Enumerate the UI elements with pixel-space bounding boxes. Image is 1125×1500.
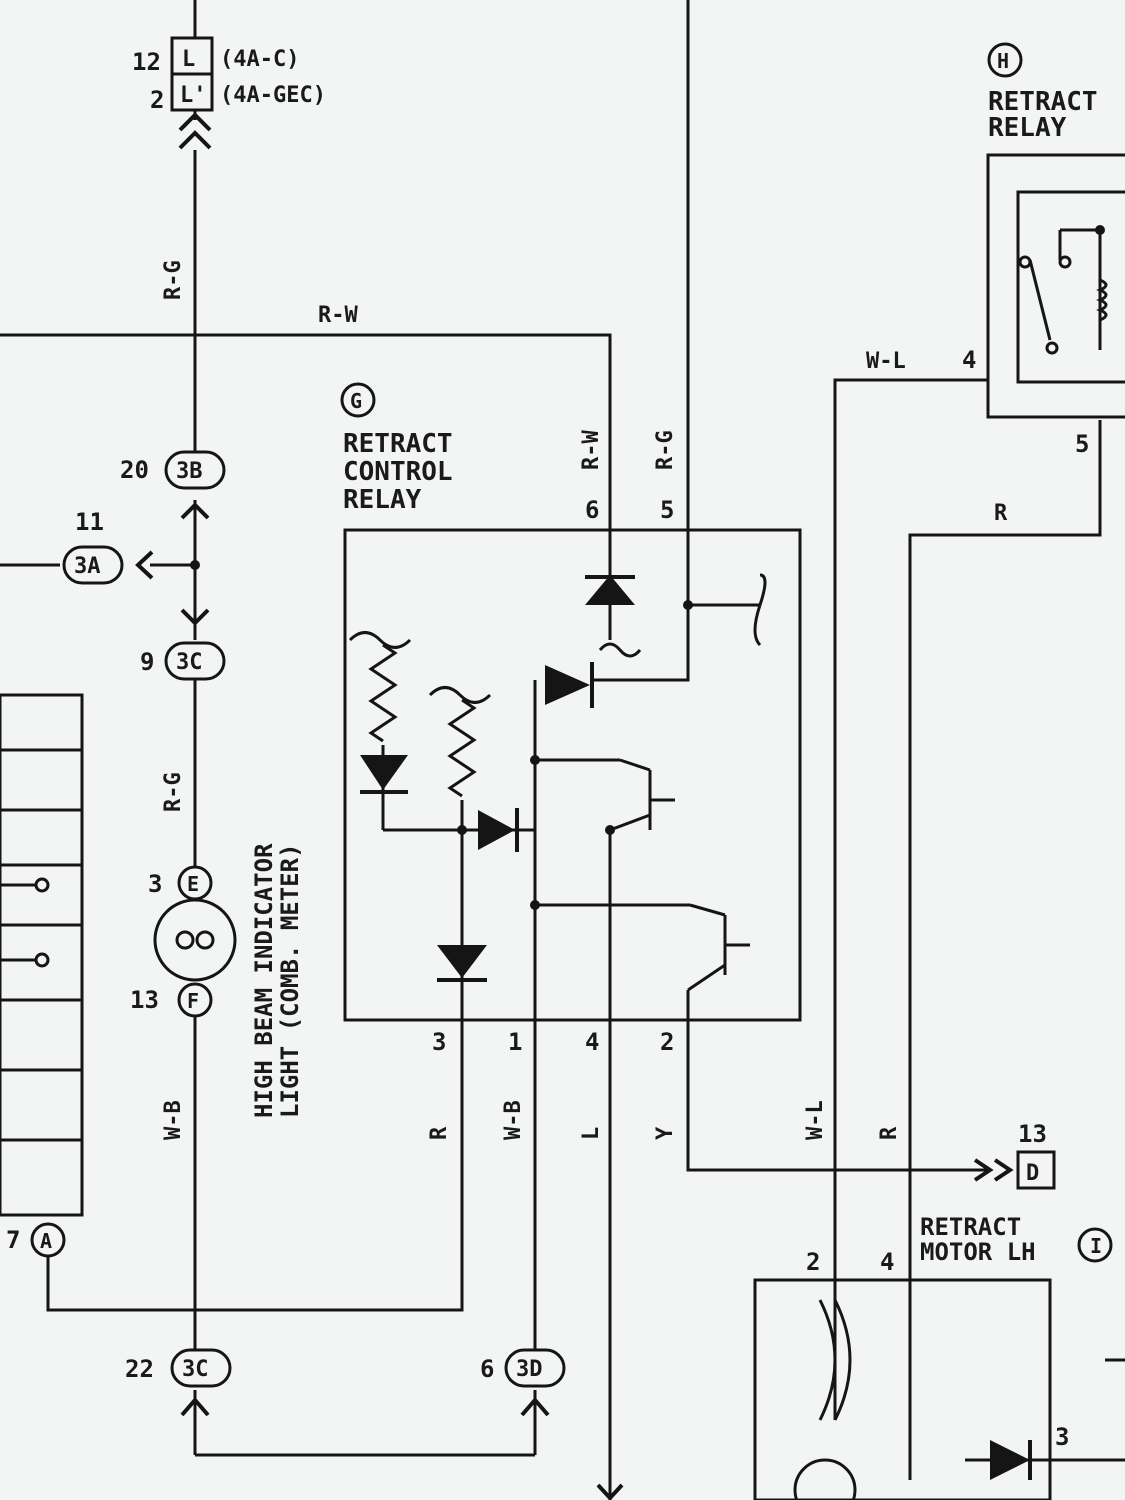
wire-label-wb-pin1: W-B (501, 1100, 526, 1140)
connector-e-id: E (187, 872, 199, 896)
diodes (190, 225, 1105, 1480)
connector-l-num: 12 (132, 48, 161, 76)
connector-f-id: F (187, 989, 199, 1013)
wire-label-wb-left: W-B (161, 1100, 186, 1140)
connector-a-num: 7 (6, 1226, 20, 1254)
component-i-line1: RETRACT (920, 1213, 1021, 1241)
wire-label-wl-right: W-L (803, 1100, 828, 1140)
component-hb-line1: HIGH BEAM INDICATOR (250, 843, 278, 1118)
component-h-line2: RELAY (988, 113, 1067, 143)
connector-d-id: D (1026, 1161, 1039, 1186)
connector-f-num: 13 (130, 986, 159, 1014)
component-i-line2: MOTOR LH (920, 1238, 1036, 1266)
component-g-line3: RELAY (343, 485, 422, 515)
connector-l2-variant: (4A-GEC) (220, 83, 326, 108)
pin-g-4: 4 (585, 1028, 599, 1056)
pin-g-2: 2 (660, 1028, 674, 1056)
connector-l-variant: (4A-C) (220, 47, 299, 72)
connector-l-letter: L (182, 47, 195, 72)
pin-g-5: 5 (660, 496, 674, 524)
component-g-mark: G (350, 389, 362, 413)
component-h-line1: RETRACT (988, 87, 1098, 117)
component-i-mark: I (1090, 1234, 1102, 1258)
pin-i-4: 4 (880, 1248, 894, 1276)
connector-a-id: A (40, 1229, 52, 1253)
component-g-line1: RETRACT (343, 429, 453, 459)
wire-label-rg-pin5: R-G (653, 430, 678, 470)
wire-label-rw-pin6: R-W (579, 430, 604, 470)
connector-3c2-id: 3C (182, 1357, 209, 1382)
arrowheads (135, 112, 1014, 1500)
connector-3d-num: 6 (480, 1355, 494, 1383)
connector-e-num: 3 (148, 870, 162, 898)
connector-3d-id: 3D (516, 1357, 543, 1382)
wire-label-r-pin3: R (427, 1126, 452, 1140)
connector-3a-id: 3A (74, 554, 101, 579)
connector-3c-num: 9 (140, 648, 154, 676)
pin-h-5: 5 (1075, 430, 1089, 458)
connector-3b-id: 3B (176, 459, 203, 484)
pin-i-2: 2 (806, 1248, 820, 1276)
connector-symbols (30, 36, 1113, 1388)
connector-3c-id: 3C (176, 650, 203, 675)
pin-g-6: 6 (585, 496, 599, 524)
wire-label-rw-top: R-W (318, 303, 358, 328)
pin-h-4: 4 (962, 346, 976, 374)
component-hb-line2: LIGHT (COMB. METER) (276, 843, 304, 1118)
wire-label-rg-mid: R-G (161, 772, 186, 812)
component-h-mark: H (997, 49, 1009, 73)
connector-3c2-num: 22 (125, 1355, 154, 1383)
connector-d-num: 13 (1018, 1120, 1047, 1148)
component-g-line2: CONTROL (343, 457, 453, 487)
connector-3b-num: 20 (120, 456, 149, 484)
wire-label-r-right: R (877, 1126, 902, 1140)
wire-label-r-relay: R (994, 501, 1008, 526)
wire-label-rg-top: R-G (161, 260, 186, 300)
connector-l2-letter: L' (180, 83, 207, 108)
wire-label-l-pin4: L (579, 1127, 604, 1140)
connector-l2-num: 2 (150, 86, 164, 114)
pin-g-3: 3 (432, 1028, 446, 1056)
pin-g-1: 1 (508, 1028, 522, 1056)
connector-3a-num: 11 (75, 508, 104, 536)
wire-label-y-pin2: Y (653, 1126, 678, 1140)
pin-i-3: 3 (1055, 1423, 1069, 1451)
wire-label-wl-relay: W-L (866, 349, 906, 374)
